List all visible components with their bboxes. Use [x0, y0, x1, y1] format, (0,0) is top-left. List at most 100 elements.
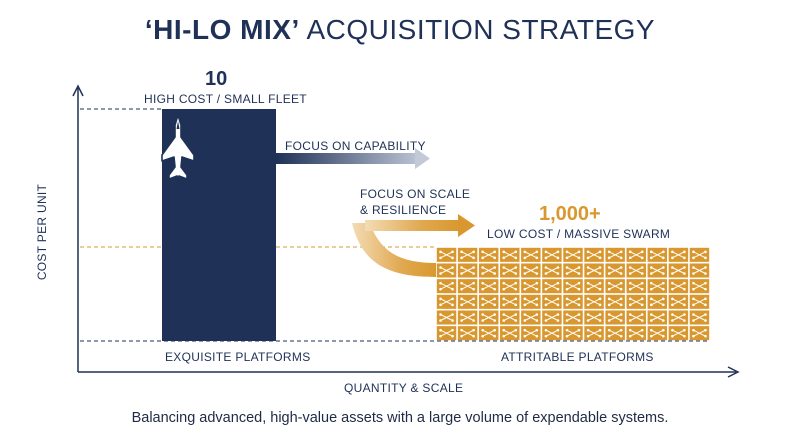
drone-icon [521, 263, 541, 278]
drone-icon [542, 294, 562, 309]
drone-icon [478, 263, 499, 278]
drone-grid [436, 247, 710, 341]
scale-arrow-head [458, 214, 475, 237]
drone-icon [542, 279, 562, 294]
drone-icon [689, 310, 710, 325]
drone-icon [542, 310, 562, 325]
drone-icon [689, 294, 710, 309]
drone-icon [457, 326, 478, 341]
drone-icon [584, 310, 604, 325]
attritable-platforms-label: ATTRITABLE PLATFORMS [501, 350, 654, 364]
drone-icon [605, 247, 625, 262]
x-axis-arrowhead [727, 366, 740, 378]
drone-icon [689, 279, 710, 294]
drone-icon [436, 263, 457, 278]
drone-icon [478, 294, 499, 309]
drone-icon [542, 247, 562, 262]
drone-icon [626, 326, 646, 341]
drone-icon [457, 263, 478, 278]
drone-icon [584, 326, 604, 341]
drone-icon [668, 310, 689, 325]
drone-icon [478, 310, 499, 325]
drone-icon [584, 294, 604, 309]
scale-label-line1: FOCUS ON SCALE [360, 187, 471, 201]
drone-icon [668, 326, 689, 341]
drone-icon [500, 294, 520, 309]
drone-icon [457, 279, 478, 294]
drone-icon [626, 294, 646, 309]
low-cost-label: LOW COST / MASSIVE SWARM [487, 227, 671, 241]
scale-label-line2: & RESILIENCE [360, 203, 447, 217]
drone-icon [500, 279, 520, 294]
low-cost-count: 1,000+ [539, 203, 601, 225]
caption: Balancing advanced, high-value assets wi… [131, 410, 669, 426]
drone-icon [500, 326, 520, 341]
drone-icon [521, 294, 541, 309]
drone-icon [500, 310, 520, 325]
drone-icon [584, 263, 604, 278]
drone-icon [521, 279, 541, 294]
drone-icon [521, 247, 541, 262]
drone-icon [689, 326, 710, 341]
drone-icon [542, 263, 562, 278]
drone-icon [626, 263, 646, 278]
drone-icon [605, 310, 625, 325]
drone-icon [605, 294, 625, 309]
drone-icon [689, 263, 710, 278]
drone-icon [436, 279, 457, 294]
drone-icon [647, 326, 668, 341]
drone-icon [647, 279, 668, 294]
drone-icon [521, 326, 541, 341]
drone-icon [436, 310, 457, 325]
drone-icon [668, 263, 689, 278]
drone-icon [647, 294, 668, 309]
drone-icon [626, 279, 646, 294]
high-cost-label: HIGH COST / SMALL FLEET [144, 92, 307, 106]
high-cost-count: 10 [205, 68, 228, 90]
y-axis-label: COST PER UNIT [35, 183, 50, 281]
drone-icon [626, 310, 646, 325]
drone-icon [500, 247, 520, 262]
drone-icon [542, 326, 562, 341]
drone-icon [605, 326, 625, 341]
drone-icon [457, 294, 478, 309]
capability-arrow-shaft [276, 153, 416, 164]
drone-icon [563, 247, 583, 262]
drone-icon [605, 279, 625, 294]
page-title: ‘HI-LO MIX’ ACQUISITION STRATEGY [0, 14, 800, 46]
drone-icon [647, 247, 668, 262]
drone-icon [668, 279, 689, 294]
drone-icon [563, 279, 583, 294]
drone-icon [436, 247, 457, 262]
capability-label: FOCUS ON CAPABILITY [285, 139, 426, 153]
drone-icon [457, 310, 478, 325]
drone-icon [647, 310, 668, 325]
x-axis-label: QUANTITY & SCALE [344, 381, 464, 395]
drone-icon [563, 326, 583, 341]
scale-arrow-shaft [365, 220, 460, 231]
drone-icon [668, 247, 689, 262]
drone-icon [626, 247, 646, 262]
drone-icon [668, 294, 689, 309]
drone-icon [478, 326, 499, 341]
drone-icon [563, 294, 583, 309]
drone-icon [457, 247, 478, 262]
y-axis-arrowhead [72, 84, 84, 97]
drone-icon [605, 263, 625, 278]
drone-icon [563, 310, 583, 325]
drone-icon [689, 247, 710, 262]
drone-icon [478, 247, 499, 262]
drone-icon [436, 294, 457, 309]
fighter-jet-icon [161, 114, 195, 180]
drone-icon [647, 263, 668, 278]
drone-icon [563, 263, 583, 278]
drone-icon [584, 247, 604, 262]
drone-icon [500, 263, 520, 278]
exquisite-platforms-label: EXQUISITE PLATFORMS [165, 350, 311, 364]
drone-icon [521, 310, 541, 325]
drone-icon [478, 279, 499, 294]
title-bold: ‘HI-LO MIX’ [144, 14, 300, 45]
drone-icon [436, 326, 457, 341]
title-rest: ACQUISITION STRATEGY [299, 14, 656, 45]
